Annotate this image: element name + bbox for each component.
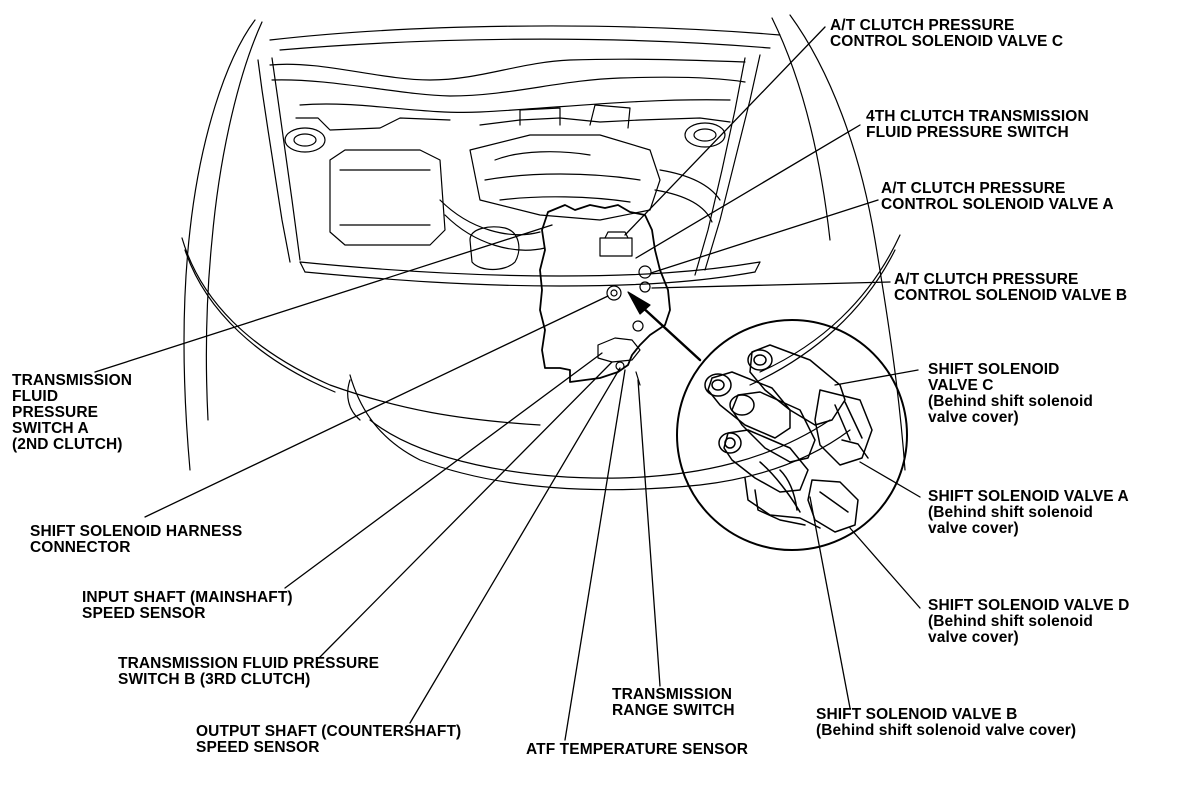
solenoid-assembly bbox=[704, 344, 873, 533]
label-shift-solenoid-b: SHIFT SOLENOID VALVE B(Behind shift sole… bbox=[816, 706, 1077, 739]
solenoid-detail-circle bbox=[676, 319, 908, 551]
transmission-case bbox=[539, 204, 671, 383]
label-input-shaft-speed-sensor: INPUT SHAFT (MAINSHAFT)SPEED SENSOR bbox=[82, 589, 293, 622]
label-shift-solenoid-a: SHIFT SOLENOID VALVE A(Behind shift sole… bbox=[928, 488, 1129, 537]
transmission-components bbox=[597, 231, 652, 386]
label-atf-temperature-sensor: ATF TEMPERATURE SENSOR bbox=[526, 741, 749, 758]
engine-components bbox=[299, 104, 761, 287]
leader-lines bbox=[94, 26, 921, 741]
label-shift-solenoid-d: SHIFT SOLENOID VALVE D(Behind shift sole… bbox=[928, 597, 1130, 646]
hood-and-firewall bbox=[257, 54, 761, 276]
callout-arrowhead bbox=[627, 291, 651, 315]
label-output-shaft-speed-sensor: OUTPUT SHAFT (COUNTERSHAFT)SPEED SENSOR bbox=[196, 723, 462, 756]
car-body-outline bbox=[181, 14, 906, 491]
